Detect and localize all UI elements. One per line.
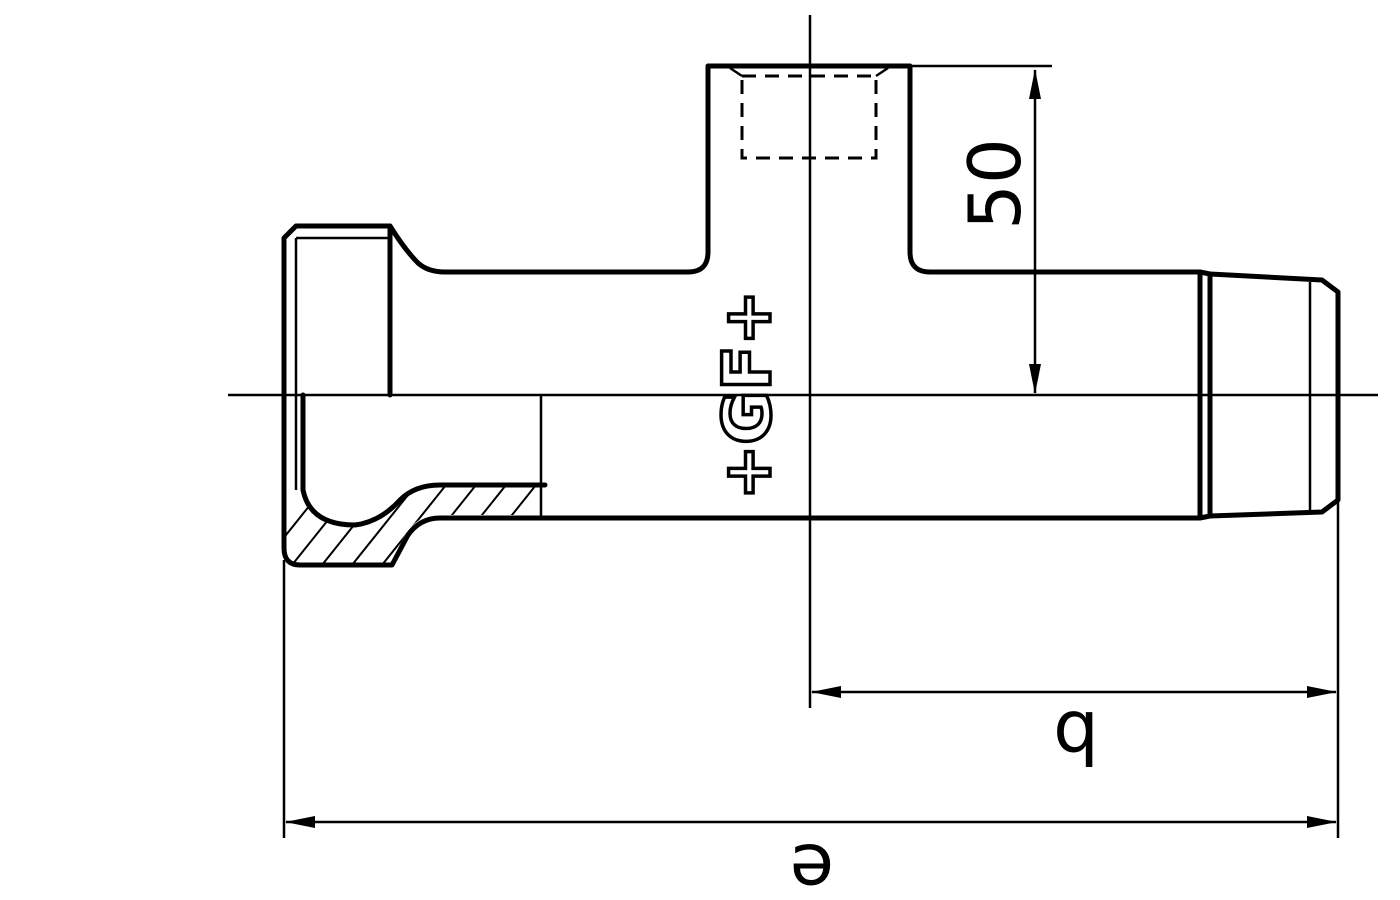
dim-50-label: 50 — [953, 138, 1037, 230]
dim-e-label: e — [790, 828, 834, 900]
hidden-chamfer-right — [875, 66, 889, 78]
hidden-chamfer-left — [729, 66, 743, 78]
gf-logo-text: +GF+ — [709, 290, 786, 500]
dim-b-label: b — [1053, 695, 1099, 779]
hidden-internal-thread — [740, 74, 878, 160]
male-thread-end — [1197, 269, 1341, 521]
fitting-body-outline — [281, 63, 1203, 568]
section-inner-profile — [300, 482, 548, 528]
